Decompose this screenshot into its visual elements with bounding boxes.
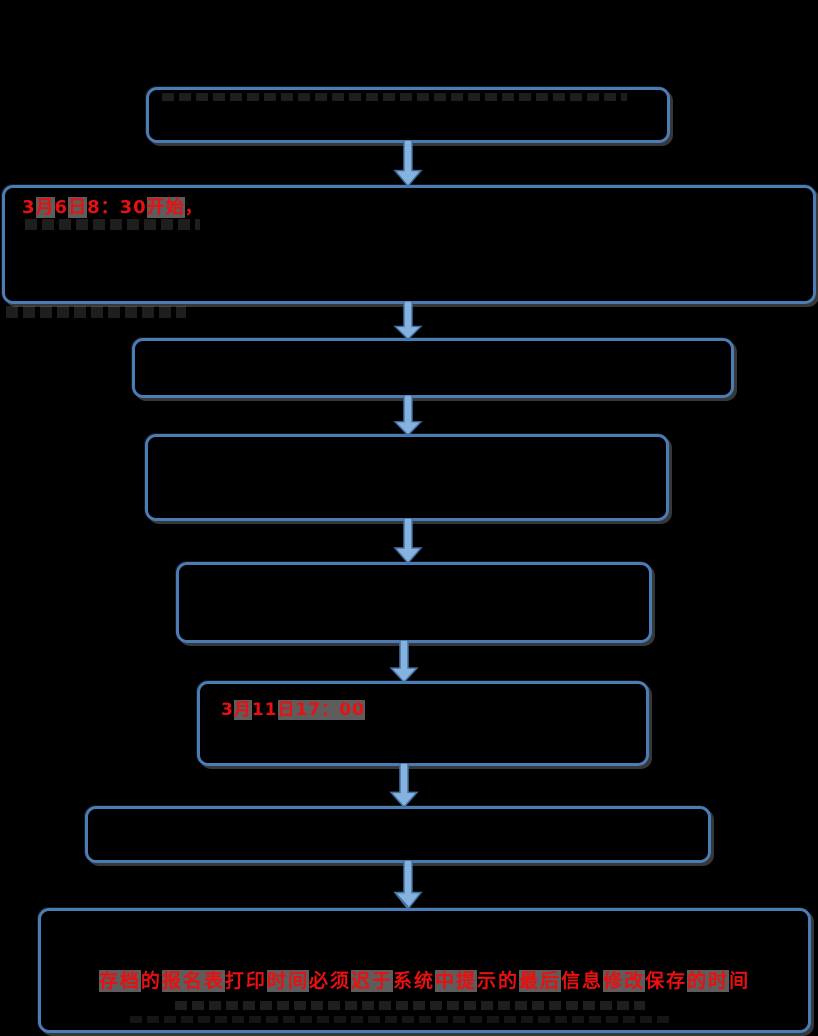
flow-box-step-5 [176, 562, 652, 643]
text-run: 存档 [98, 970, 141, 992]
faint-text-trace [25, 219, 200, 230]
text-run: 示的 [477, 970, 520, 992]
down-arrow-icon [389, 640, 419, 683]
flow-box-step-7 [85, 806, 711, 863]
text-run: 时间 [266, 970, 309, 992]
flow-box-step-3 [132, 338, 734, 398]
step-6-deadline-text: 3月11日17：00 [221, 699, 365, 722]
text-run: 最后 [519, 970, 562, 992]
text-run: 8：30 [87, 197, 147, 218]
flow-box-step-2 [2, 185, 816, 304]
text-run: 3 [22, 197, 36, 218]
text-run: 必须 [308, 970, 351, 992]
text-run: 11 [251, 700, 278, 720]
faint-text-trace [130, 1016, 670, 1023]
faint-text-trace [175, 1001, 645, 1010]
faint-text-trace [162, 93, 627, 101]
text-run: 的 [140, 970, 162, 992]
text-run: 3 [221, 700, 234, 720]
down-arrow-icon [393, 301, 423, 340]
text-run: 保存 [645, 970, 688, 992]
text-run: 迟于 [350, 970, 393, 992]
flow-box-step-6 [197, 681, 649, 766]
text-run: 打印 [224, 970, 267, 992]
step-8-warning-text: 存档的报名表打印时间必须迟于系统中提示的最后信息修改保存的时间 [38, 969, 811, 995]
text-run: 中提 [435, 970, 478, 992]
text-run: 6 [54, 197, 69, 218]
step-2-date-text: 3月6日8：30开始， [22, 196, 204, 220]
text-run: ， [184, 197, 204, 218]
text-run: 报名表 [161, 970, 225, 992]
text-run: 信息 [561, 970, 604, 992]
down-arrow-icon [393, 395, 423, 436]
flow-box-step-4 [145, 434, 669, 521]
faint-text-trace [6, 306, 186, 318]
text-run: 月 [35, 197, 55, 218]
text-run: 间 [729, 970, 751, 992]
down-arrow-icon [393, 860, 423, 910]
text-run: 的时 [687, 970, 730, 992]
text-run: 系统 [392, 970, 435, 992]
text-run: 17：00 [295, 700, 365, 720]
down-arrow-icon [393, 140, 423, 187]
text-run: 修改 [603, 970, 646, 992]
down-arrow-icon [389, 763, 419, 808]
text-run: 月 [233, 700, 252, 720]
text-run: 日 [68, 197, 88, 218]
text-run: 开始 [146, 197, 185, 218]
down-arrow-icon [393, 518, 423, 564]
text-run: 日 [277, 700, 296, 720]
